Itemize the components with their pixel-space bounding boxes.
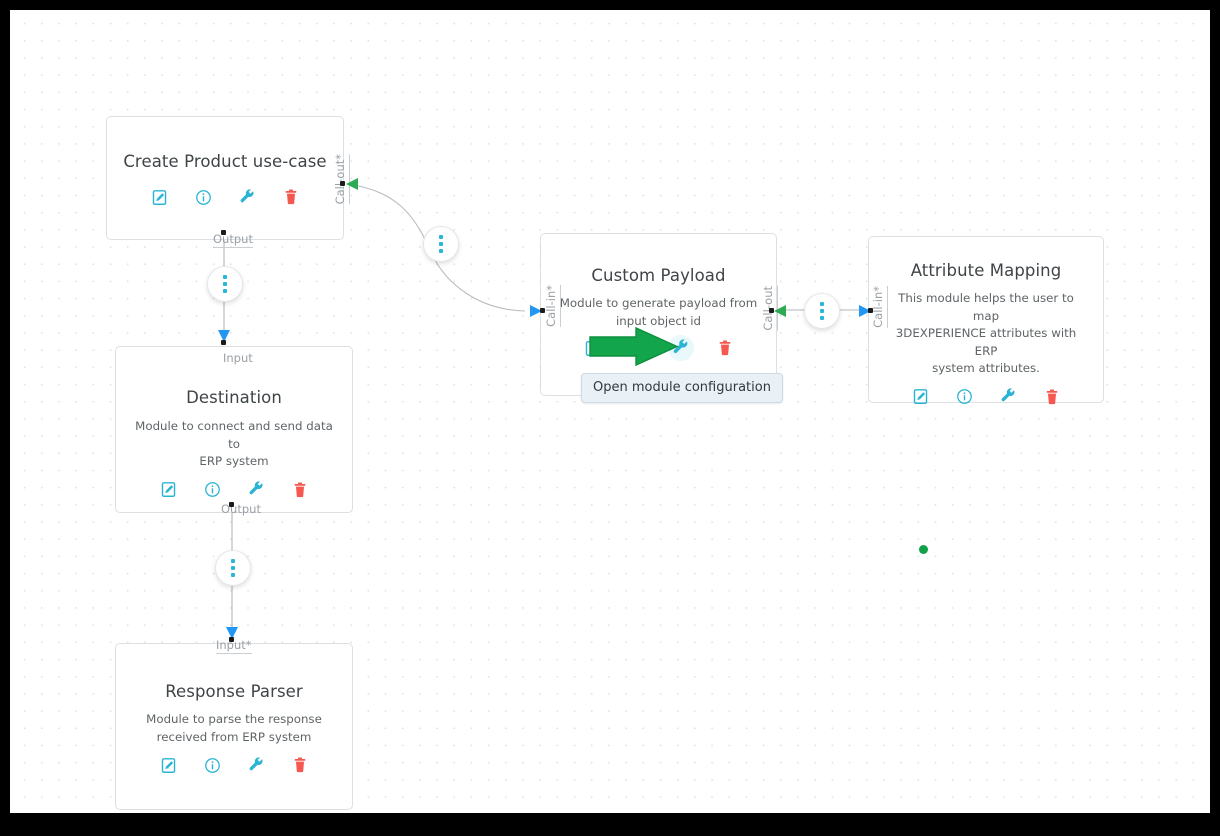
arrowhead-input-response-parser: [226, 627, 238, 639]
port-text: Input: [223, 351, 253, 365]
flow-canvas[interactable]: Create Product use-case Output Call-out*…: [10, 10, 1210, 813]
arrowhead-call-out-custom-payload: [774, 305, 786, 317]
node-create-product-use-case[interactable]: Create Product use-case: [106, 116, 344, 240]
delete-icon[interactable]: [712, 335, 738, 361]
port-dot-create-product-output[interactable]: [221, 230, 226, 235]
handle-dot: [820, 302, 824, 306]
configure-icon[interactable]: [243, 752, 269, 778]
port-dot-response-parser-input[interactable]: [229, 637, 234, 642]
node-description-line: input object id: [616, 313, 701, 328]
node-action-row: [116, 477, 352, 503]
connector-handle-create-product-to-custom-payload[interactable]: [423, 226, 459, 262]
configure-icon[interactable]: [243, 477, 269, 503]
info-icon[interactable]: [190, 184, 216, 210]
port-dot-custom-payload-call-out[interactable]: [769, 308, 774, 313]
edit-icon[interactable]: [155, 752, 181, 778]
port-dot-destination-output[interactable]: [229, 502, 234, 507]
arrowhead-input-destination: [218, 330, 230, 342]
edit-icon[interactable]: [907, 384, 933, 410]
port-dot-custom-payload-call-in[interactable]: [540, 308, 545, 313]
node-description-line: received from ERP system: [156, 729, 312, 744]
required-marker: *: [871, 286, 885, 292]
port-text: Call-in: [871, 291, 885, 328]
node-action-row: [107, 184, 343, 210]
configure-icon[interactable]: [995, 384, 1021, 410]
node-description-line: This module helps the user to map: [898, 291, 1074, 323]
port-text: Output: [213, 232, 253, 246]
configure-icon[interactable]: [234, 184, 260, 210]
arrowhead-call-in-custom-payload: [530, 305, 542, 317]
node-title: Response Parser: [165, 682, 303, 701]
port-text: Input: [216, 638, 246, 652]
handle-dot: [439, 249, 443, 253]
node-description: Module to generate payload from input ob…: [541, 295, 776, 330]
handle-dot: [231, 573, 235, 577]
handle-dot: [439, 235, 443, 239]
port-label-destination-output[interactable]: Output: [221, 503, 261, 517]
handle-dot: [231, 559, 235, 563]
handle-dot: [223, 282, 227, 286]
delete-icon[interactable]: [287, 477, 313, 503]
port-dot-create-product-call-out[interactable]: [340, 181, 345, 186]
node-title: Destination: [186, 388, 282, 407]
connector-handle-custom-payload-to-attribute-mapping[interactable]: [804, 293, 840, 329]
handle-dot: [820, 316, 824, 320]
handle-dot: [231, 566, 235, 570]
port-label-attribute-mapping-call-in[interactable]: Call-in*: [871, 286, 888, 328]
port-dot-destination-input[interactable]: [221, 340, 226, 345]
node-description-line: ERP system: [199, 454, 269, 468]
edit-icon[interactable]: [155, 477, 181, 503]
node-description-line: 3DEXPERIENCE attributes with ERP: [895, 326, 1077, 358]
node-description-line: Module to connect and send data to: [135, 419, 333, 451]
status-dot: [919, 545, 928, 554]
tooltip-open-module-configuration: Open module configuration: [581, 373, 783, 403]
node-description: Module to parse the response received fr…: [116, 711, 352, 746]
info-icon[interactable]: [199, 477, 225, 503]
delete-icon[interactable]: [278, 184, 304, 210]
handle-dot: [223, 275, 227, 279]
node-custom-payload[interactable]: Custom Payload Module to generate payloa…: [540, 233, 777, 396]
delete-icon[interactable]: [287, 752, 313, 778]
node-description-line: system attributes.: [932, 361, 1040, 375]
delete-icon[interactable]: [1039, 384, 1065, 410]
port-label-create-product-output[interactable]: Output: [213, 233, 253, 248]
port-label-response-parser-input[interactable]: Input*: [216, 639, 252, 654]
port-dot-attribute-mapping-call-in[interactable]: [868, 308, 873, 313]
node-attribute-mapping[interactable]: Attribute Mapping This module helps the …: [868, 236, 1104, 404]
node-description-line: Module to generate payload from: [559, 296, 758, 310]
connector-handle-destination-to-response-parser[interactable]: [215, 550, 251, 586]
edit-icon[interactable]: [146, 184, 172, 210]
arrowhead-call-out-create-product: [346, 178, 358, 190]
required-marker: *: [544, 285, 558, 291]
tooltip-text: Open module configuration: [593, 380, 771, 395]
port-label-custom-payload-call-in[interactable]: Call-in*: [544, 285, 561, 327]
port-label-destination-input[interactable]: Input: [223, 352, 253, 366]
port-text: Output: [221, 502, 261, 516]
handle-dot: [820, 309, 824, 313]
handle-dot: [439, 242, 443, 246]
handle-dot: [223, 289, 227, 293]
info-icon[interactable]: [951, 384, 977, 410]
node-description-line: Module to parse the response: [146, 712, 322, 726]
node-destination[interactable]: Destination Module to connect and send d…: [115, 346, 353, 513]
green-arrow-cursor: [589, 326, 679, 367]
node-title: Attribute Mapping: [910, 261, 1062, 280]
node-action-row: [116, 752, 352, 778]
info-icon[interactable]: [199, 752, 225, 778]
node-description: Module to connect and send data to ERP s…: [116, 418, 352, 471]
node-action-row: [869, 384, 1103, 410]
node-description: This module helps the user to map 3DEXPE…: [869, 290, 1103, 378]
required-marker: *: [333, 154, 347, 160]
arrowhead-call-in-attribute-mapping: [859, 305, 871, 317]
connector-handle-create-product-to-destination[interactable]: [207, 266, 243, 302]
node-response-parser[interactable]: Response Parser Module to parse the resp…: [115, 643, 353, 810]
port-text: Call-in: [544, 290, 558, 327]
node-title: Create Product use-case: [123, 152, 327, 171]
required-marker: *: [245, 638, 252, 652]
node-title: Custom Payload: [591, 266, 726, 285]
